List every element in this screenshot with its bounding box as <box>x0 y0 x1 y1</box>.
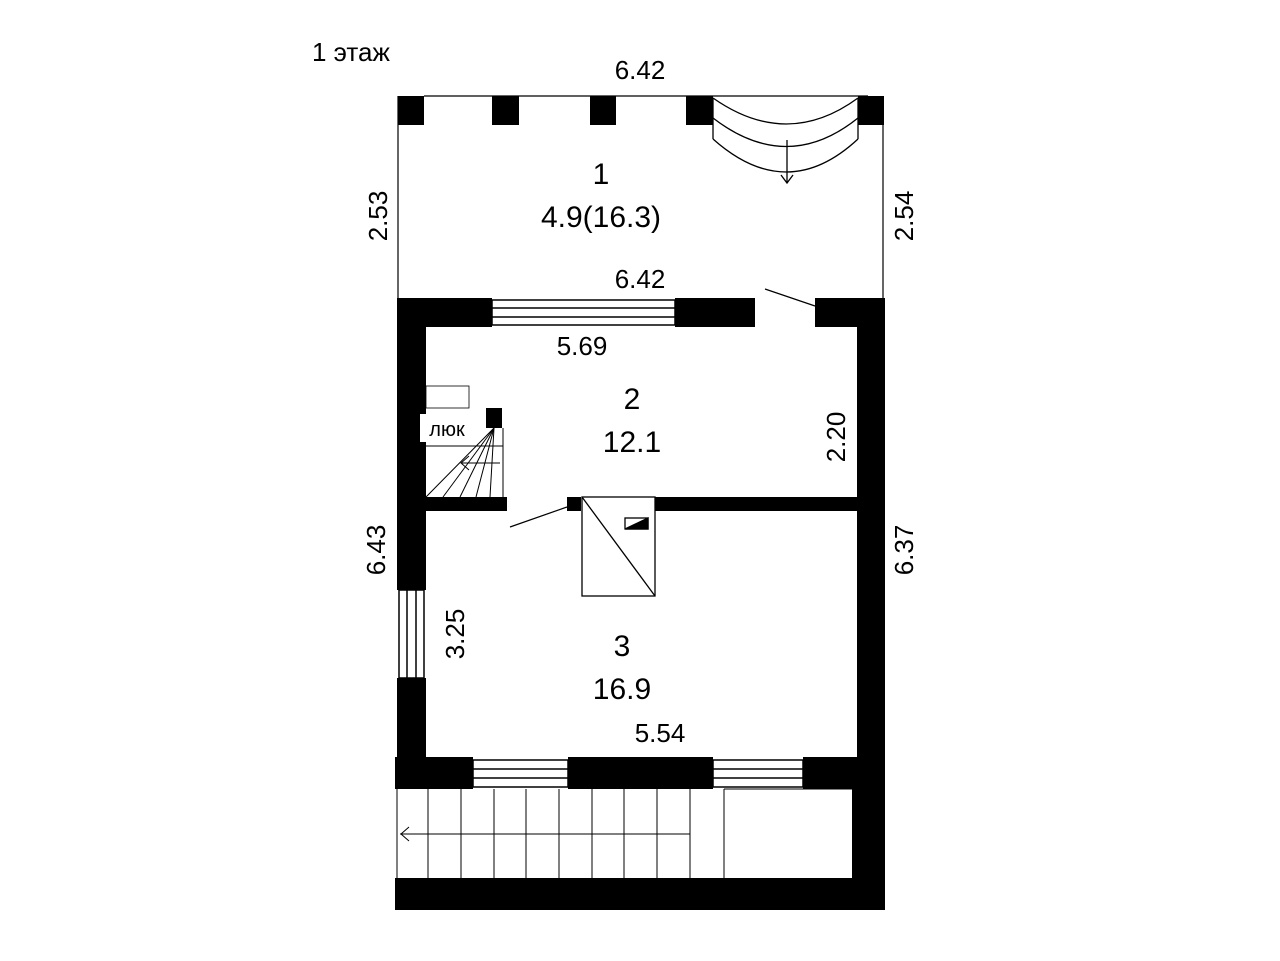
room-area: 4.9(16.3) <box>541 201 661 234</box>
hatch-label-bg <box>420 414 476 442</box>
room-area: 16.9 <box>593 673 651 706</box>
wall-top-mid <box>675 298 755 327</box>
dim-room1-left: 2.53 <box>363 191 393 242</box>
dim-room2-right: 2.20 <box>821 412 851 463</box>
floor-title: 1 этаж <box>312 37 390 67</box>
stair-post <box>486 408 502 428</box>
wall-left-upper <box>397 298 426 590</box>
wall-bottom-1 <box>395 757 473 789</box>
partition-right <box>655 497 859 511</box>
dim-left-total: 6.43 <box>361 525 391 576</box>
interior-stair <box>425 385 504 498</box>
bottom-stairs <box>396 788 852 878</box>
post <box>858 96 884 125</box>
room-number: 3 <box>614 630 631 663</box>
inner-door <box>509 506 568 528</box>
dim-room2-top-inner: 5.69 <box>557 331 608 361</box>
base-bottom <box>395 878 885 910</box>
window-left <box>398 589 425 679</box>
dim-room3-left: 3.25 <box>440 609 470 660</box>
entrance-door <box>764 288 816 307</box>
room-number: 2 <box>624 383 641 416</box>
partition-left <box>424 497 507 511</box>
walls <box>395 298 885 910</box>
stove <box>581 496 656 597</box>
partition-stub <box>567 497 581 511</box>
post <box>492 96 519 125</box>
terrace-posts <box>398 96 884 125</box>
wall-right <box>857 298 885 788</box>
window-top <box>491 299 676 326</box>
entry-steps <box>712 97 859 185</box>
post <box>590 96 616 125</box>
dim-room1-bottom: 6.42 <box>615 264 666 294</box>
window-bottom-right <box>712 759 804 788</box>
room-2: 2 12.1 <box>603 383 661 459</box>
doors <box>509 288 816 528</box>
dim-right-total: 6.37 <box>889 525 919 576</box>
room-1: 1 4.9(16.3) <box>541 158 661 234</box>
wall-bottom-2 <box>568 757 713 789</box>
dim-room1-right: 2.54 <box>889 191 919 242</box>
room-3: 3 16.9 <box>593 630 651 706</box>
dim-room3-bottom: 5.54 <box>635 718 686 748</box>
room-area: 12.1 <box>603 426 661 459</box>
windows <box>398 299 804 788</box>
post <box>398 96 424 125</box>
dim-top-width: 6.42 <box>615 55 666 85</box>
room-number: 1 <box>593 158 610 191</box>
hatch-label: люк <box>429 419 465 441</box>
window-bottom-left <box>472 759 569 788</box>
wall-bottom-3 <box>803 757 885 789</box>
post <box>686 96 713 125</box>
